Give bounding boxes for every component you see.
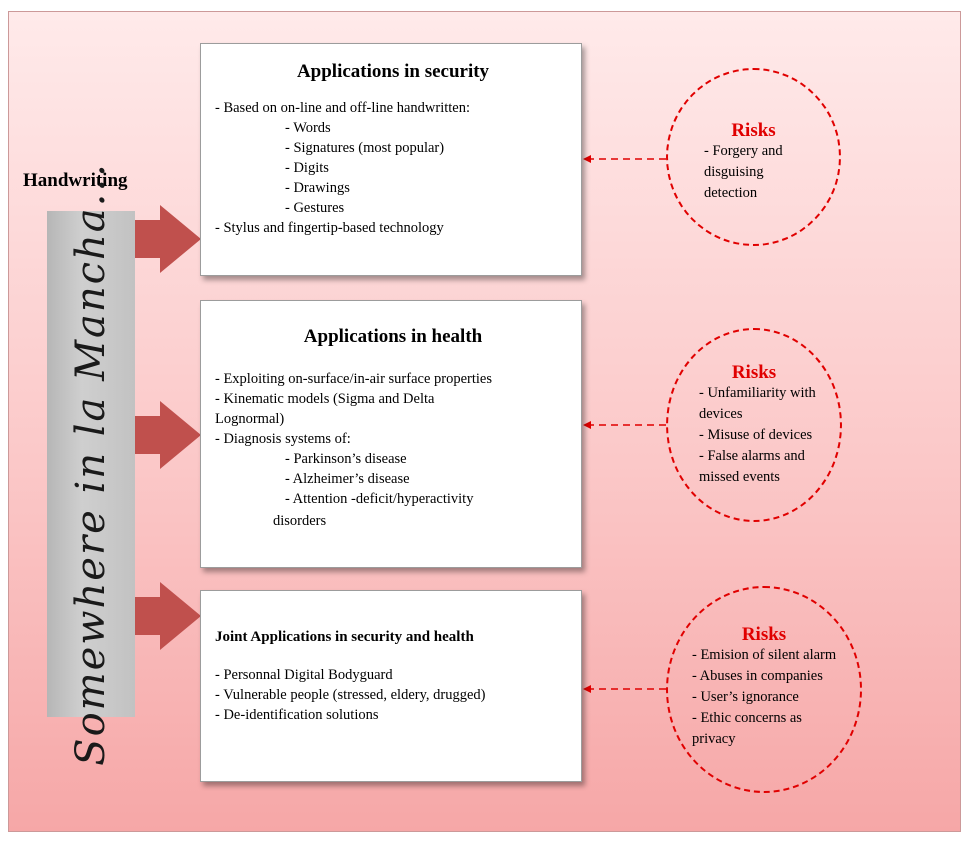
health-line-3: - Diagnosis systems of:	[215, 431, 351, 447]
security-risk-line-1: - Forgery and	[704, 143, 783, 159]
health-risk-line-3: - Misuse of devices	[699, 427, 813, 443]
joint-risk-line-5: privacy	[692, 731, 736, 747]
health-item-parkinson: - Parkinson’s disease	[285, 451, 407, 467]
security-risk-line-2: disguising	[704, 164, 764, 180]
joint-risk-line-1: - Emision of silent alarm	[692, 647, 837, 663]
arrow-to-health-icon	[135, 401, 201, 469]
joint-risks-circle: Risks - Emision of silent alarm - Abuses…	[666, 586, 862, 793]
health-item-alzheimer: - Alzheimer’s disease	[285, 471, 410, 487]
handwriting-label: Handwriting	[23, 170, 128, 191]
health-risk-line-5: missed events	[699, 469, 780, 485]
joint-applications-box: Joint Applications in security and healt…	[200, 590, 582, 782]
health-line-2a: - Kinematic models (Sigma and Delta	[215, 391, 435, 407]
security-line-1: - Based on on-line and off-line handwrit…	[215, 100, 471, 116]
security-item-gestures: - Gestures	[285, 200, 345, 216]
security-item-drawings: - Drawings	[285, 180, 350, 196]
joint-risks-title: Risks	[741, 624, 787, 645]
health-risk-line-2: devices	[699, 406, 743, 422]
joint-risk-line-2: - Abuses in companies	[692, 668, 823, 684]
arrowhead-health-icon	[583, 421, 591, 429]
health-risks-circle: Risks - Unfamiliarity with devices - Mis…	[666, 328, 842, 522]
arrowhead-security-icon	[583, 155, 591, 163]
security-risks-circle: Risks - Forgery and disguising detection	[666, 68, 841, 246]
security-applications-box: Applications in security - Based on on-l…	[200, 43, 582, 276]
health-line-4: disorders	[273, 513, 327, 529]
security-risks-title: Risks	[731, 120, 776, 141]
security-title: Applications in security	[296, 61, 490, 82]
security-risk-line-3: detection	[704, 185, 758, 201]
health-title: Applications in health	[303, 326, 483, 347]
security-item-digits: - Digits	[285, 160, 329, 176]
handwriting-sample-image: Somewhere in la Mancha...	[47, 162, 135, 766]
security-item-signatures: - Signatures (most popular)	[285, 140, 445, 156]
arrow-to-joint-icon	[135, 582, 201, 650]
health-risk-line-1: - Unfamiliarity with	[699, 385, 816, 401]
health-line-1: - Exploiting on-surface/in-air surface p…	[215, 371, 493, 387]
security-item-words: - Words	[285, 120, 331, 136]
health-applications-box: Applications in health - Exploiting on-s…	[200, 300, 582, 568]
health-risk-line-4: - False alarms and	[699, 448, 805, 464]
joint-title: Joint Applications in security and healt…	[215, 629, 474, 645]
joint-risk-line-4: - Ethic concerns as	[692, 710, 802, 726]
arrowhead-joint-icon	[583, 685, 591, 693]
joint-risk-line-3: - User’s ignorance	[692, 689, 799, 705]
joint-line-2: - Vulnerable people (stressed, eldery, d…	[215, 687, 486, 703]
health-line-2b: Lognormal)	[215, 411, 285, 427]
arrow-to-security-icon	[135, 205, 201, 273]
security-line-2: - Stylus and fingertip-based technology	[215, 220, 444, 236]
health-item-adhd: - Attention -deficit/hyperactivity	[285, 491, 474, 507]
joint-line-3: - De-identification solutions	[215, 707, 379, 723]
health-risks-title: Risks	[731, 362, 777, 383]
joint-line-1: - Personnal Digital Bodyguard	[215, 667, 393, 683]
